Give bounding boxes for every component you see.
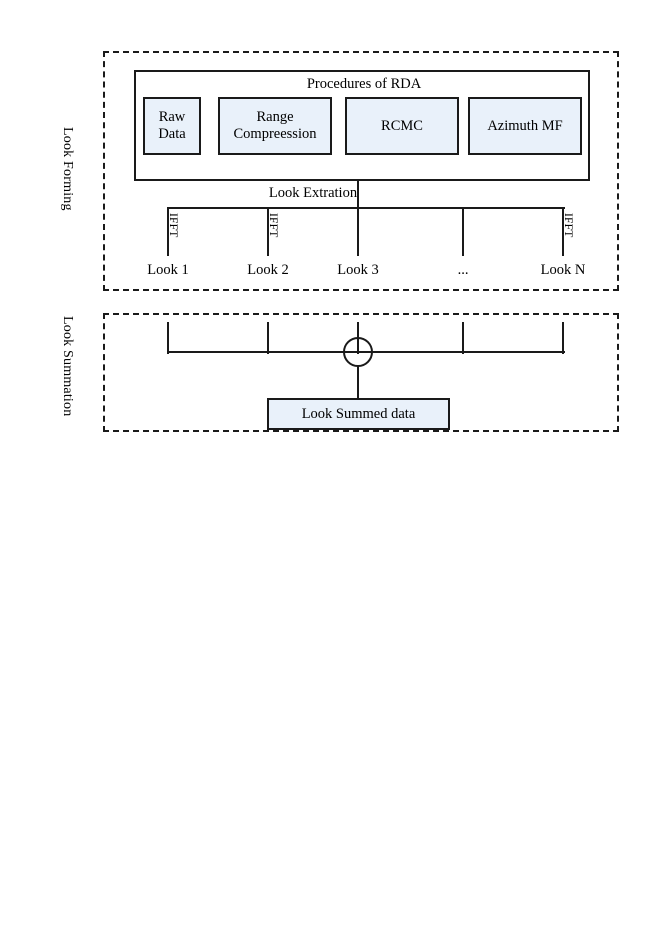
ifft-label-look-1: IFFT [167, 213, 179, 238]
branch-line-look-n [562, 207, 565, 256]
stage-block-raw-data-label: Raw Data [158, 109, 185, 142]
look-forming-section-boundary [103, 51, 619, 291]
stage-label-line2: Data [158, 126, 186, 142]
branch-line-look-3 [357, 207, 360, 256]
stage-block-rcmc-label: RCMC [381, 117, 423, 134]
branch-caption-look-n: Look N [540, 262, 586, 278]
stage-block-rcmc: RCMC [345, 97, 459, 155]
summing-junction-icon [343, 337, 373, 367]
summation-riser-line-1 [167, 322, 170, 354]
summation-riser-line-5 [562, 322, 565, 354]
branch-caption-look-3: Look 3 [337, 262, 379, 278]
procedures-of-rda-title: Procedures of RDA [306, 76, 422, 92]
stage-label-line1: Raw [158, 109, 186, 126]
look-summed-data-block: Look Summed data [267, 398, 450, 430]
summation-riser-line-2 [267, 322, 270, 354]
branch-line-look-ellipsis [462, 207, 465, 256]
ifft-label-look-n: IFFT [562, 213, 574, 238]
stage-label-line1: Range [256, 109, 294, 126]
summation-output-line [357, 366, 360, 400]
look-extraction-bus-line [168, 207, 565, 210]
section-label-look-summation: Look Summation [60, 316, 75, 417]
stage-block-azimuth-mf-label: Azimuth MF [487, 117, 563, 134]
look-summed-data-label: Look Summed data [301, 405, 416, 422]
stage-block-azimuth-mf: Azimuth MF [468, 97, 582, 155]
stage-label-line2: Compreession [233, 126, 317, 142]
branch-line-look-1 [167, 207, 170, 256]
look-extraction-label: Look Extration [268, 185, 358, 201]
summation-riser-line-4 [462, 322, 465, 354]
section-label-look-forming: Look Forming [60, 127, 75, 211]
branch-caption-look-2: Look 2 [247, 262, 289, 278]
stage-block-raw-data: Raw Data [143, 97, 201, 155]
stage-block-range-compression: Range Compreession [218, 97, 332, 155]
branch-caption-ellipsis: ... [457, 262, 469, 278]
look-summation-section-boundary [103, 313, 619, 432]
stage-block-range-compression-label: Range Compreession [234, 109, 317, 142]
ifft-label-look-2: IFFT [267, 213, 279, 238]
rda-to-extraction-trunk-line [357, 180, 360, 209]
branch-line-look-2 [267, 207, 270, 256]
branch-caption-look-1: Look 1 [147, 262, 189, 278]
